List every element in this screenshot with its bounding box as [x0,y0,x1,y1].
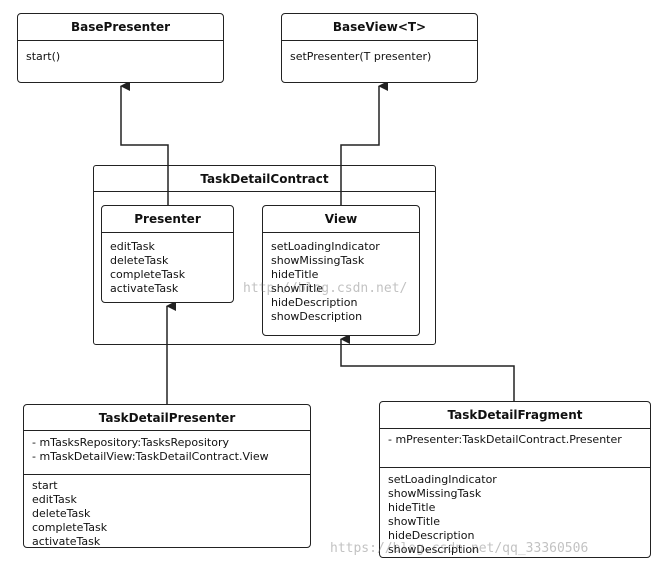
field-line: - mTaskDetailView:TaskDetailContract.Vie… [32,450,269,463]
task-detail-fragment-title: TaskDetailFragment [380,402,650,429]
method-line: completeTask [110,268,186,281]
presenter-interface: Presenter editTask deleteTask completeTa… [101,205,234,303]
task-detail-fragment-methods: setLoadingIndicator showMissingTask hide… [380,468,650,560]
task-detail-presenter-methods: start editTask deleteTask completeTask a… [24,475,310,552]
method-line: showTitle [271,282,324,295]
base-view-class: BaseView<T> setPresenter(T presenter) [281,13,478,83]
watermark-bottom: https://blog.csdn.net/qq_33360506 [330,541,589,556]
task-detail-presenter-title: TaskDetailPresenter [24,405,310,431]
base-presenter-title: BasePresenter [18,14,223,41]
field-line: - mPresenter:TaskDetailContract.Presente… [388,433,622,446]
watermark-mid: http://blog.csdn.net/ [243,281,408,296]
task-detail-fragment-fields: - mPresenter:TaskDetailContract.Presente… [380,429,650,468]
view-title: View [263,206,419,233]
method-line: deleteTask [110,254,169,267]
method-line: hideTitle [271,268,319,281]
method-line: hideDescription [388,529,475,542]
method-line: showDescription [271,310,363,323]
base-view-methods: setPresenter(T presenter) [282,41,477,67]
method-line: hideDescription [271,296,358,309]
method-line: start() [26,50,61,63]
task-detail-fragment-class: TaskDetailFragment - mPresenter:TaskDeta… [379,401,651,558]
base-view-title: BaseView<T> [282,14,477,41]
method-line: completeTask [32,521,108,534]
method-line: deleteTask [32,507,91,520]
method-line: showTitle [388,515,441,528]
task-detail-contract-package: TaskDetailContract [93,165,436,345]
method-line: activateTask [32,535,101,548]
method-line: hideTitle [388,501,436,514]
field-line: - mTasksRepository:TasksRepository [32,436,230,449]
view-interface: View setLoadingIndicator showMissingTask… [262,205,420,336]
method-line: setLoadingIndicator [271,240,380,253]
presenter-title: Presenter [102,206,233,233]
task-detail-presenter-class: TaskDetailPresenter - mTasksRepository:T… [23,404,311,548]
method-line: editTask [32,493,77,506]
taskdetailfragment-implements-view-arrow [340,334,515,401]
method-line: editTask [110,240,155,253]
view-methods: setLoadingIndicator showMissingTask hide… [263,233,419,327]
base-presenter-class: BasePresenter start() [17,13,224,83]
method-line: showMissingTask [271,254,365,267]
task-detail-contract-title: TaskDetailContract [94,166,435,192]
presenter-methods: editTask deleteTask completeTask activat… [102,233,233,299]
method-line: activateTask [110,282,179,295]
method-line: showMissingTask [388,487,482,500]
method-line: setLoadingIndicator [388,473,497,486]
method-line: showDescription [388,543,480,556]
base-presenter-methods: start() [18,41,223,67]
method-line: setPresenter(T presenter) [290,50,432,63]
task-detail-presenter-fields: - mTasksRepository:TasksRepository - mTa… [24,431,310,475]
method-line: start [32,479,58,492]
